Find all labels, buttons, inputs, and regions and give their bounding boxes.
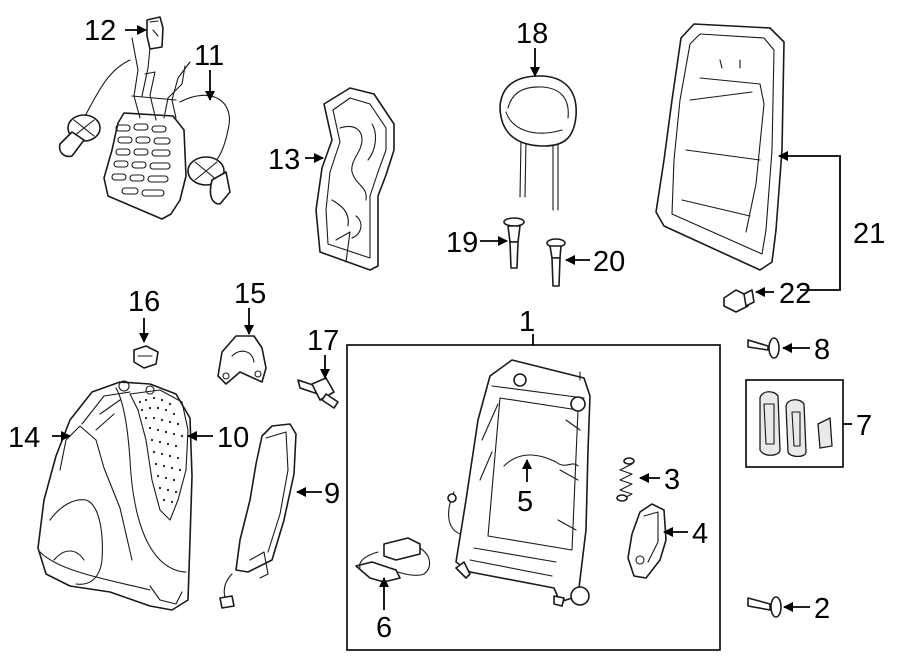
seat-back-cover-part-14 [37, 380, 193, 611]
seat-back-insert-part-10 [129, 389, 189, 521]
wiring-harness-part-6 [355, 537, 431, 610]
push-pin-part-17 [297, 355, 339, 409]
callout-13: 13 [268, 144, 300, 176]
callout-1: 1 [519, 306, 535, 338]
callout-2: 2 [814, 593, 830, 625]
side-bolster-part-9 [219, 423, 322, 609]
callout-7: 7 [856, 410, 872, 442]
callout-3: 3 [664, 464, 680, 496]
clip-part-22 [723, 287, 774, 313]
headrest-guide-part-19 [480, 217, 525, 269]
callout-15: 15 [234, 278, 266, 310]
callout-8: 8 [814, 334, 830, 366]
seat-frame-assembly-part-1 [346, 334, 721, 651]
callout-22: 22 [779, 278, 811, 310]
callout-12: 12 [84, 15, 116, 47]
callout-18: 18 [516, 18, 548, 50]
rear-panel-part-21 [655, 23, 841, 291]
clip-part-16 [133, 318, 159, 369]
callout-20: 20 [593, 246, 625, 278]
screw-part-8 [747, 337, 810, 359]
callout-9: 9 [324, 478, 340, 510]
headrest-part-18 [499, 48, 577, 211]
callout-21: 21 [853, 218, 885, 250]
callout-14: 14 [8, 422, 40, 454]
callout-16: 16 [128, 286, 160, 318]
seat-heater-part-11 [58, 37, 231, 220]
callout-11: 11 [194, 40, 224, 72]
callout-4: 4 [692, 518, 708, 550]
headrest-guide-part-20 [546, 238, 590, 287]
connector-part-12 [125, 16, 164, 50]
callout-5: 5 [517, 486, 533, 518]
callout-6: 6 [376, 612, 392, 644]
spring-part-3 [616, 457, 660, 502]
callout-labels: 1 2 3 4 5 6 7 8 9 10 11 12 13 14 15 16 1… [8, 15, 885, 644]
recliner-part-4 [627, 503, 688, 579]
bracket-part-15 [217, 308, 267, 385]
callout-17: 17 [307, 325, 339, 357]
backrest-pad-part-13 [305, 87, 395, 271]
screw-part-2 [747, 596, 810, 618]
callout-19: 19 [446, 227, 478, 259]
callout-10: 10 [217, 422, 249, 454]
trim-set-part-7 [745, 379, 852, 468]
